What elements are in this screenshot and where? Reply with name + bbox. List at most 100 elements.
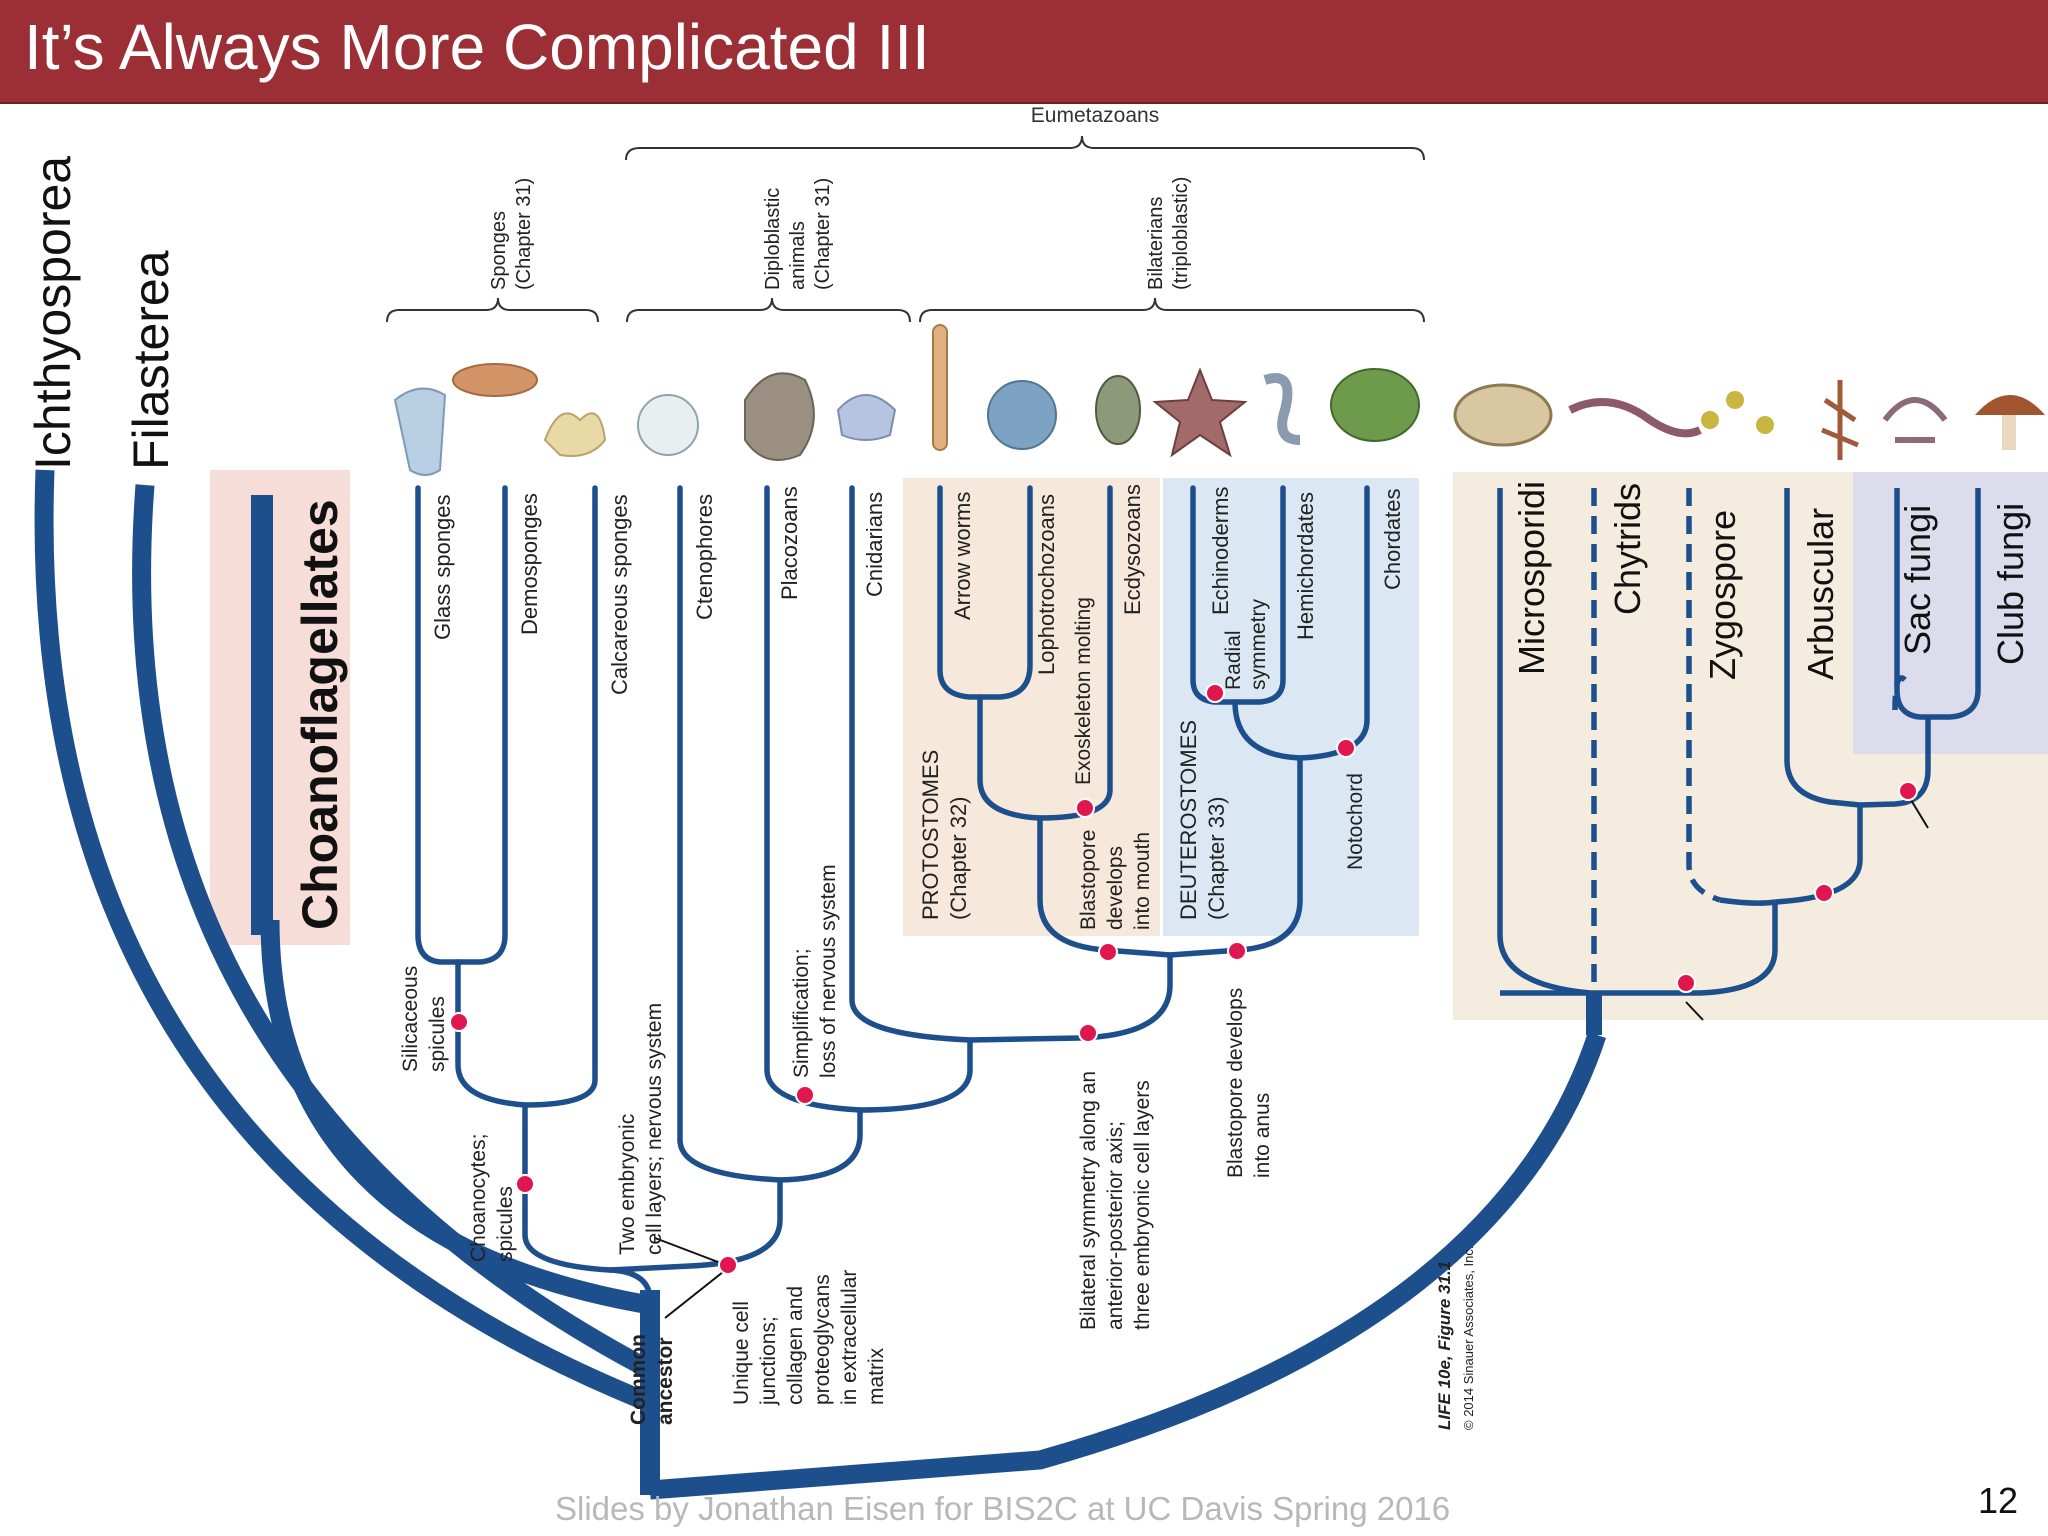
notochord-node [1336, 738, 1356, 758]
placozoans-label: Placozoans [777, 486, 802, 600]
deuterostomes-panel [1163, 478, 1419, 936]
silicaceous-label-2: spicules [426, 996, 449, 1072]
lophotrochozoan-illustration [987, 380, 1057, 450]
calcareous-sponge-illustration [543, 412, 607, 457]
clade-brackets [386, 297, 1425, 323]
protostomes-label: PROTOSTOMES [918, 750, 943, 920]
silicaceous-label-1: Silicaceous [399, 966, 422, 1072]
unique-junctions-label-4: proteoglycans [811, 1274, 834, 1405]
simplification-label-1: Simplification; [790, 948, 813, 1078]
glass-sponge-illustration [393, 387, 447, 476]
echinoderm-illustration [1152, 367, 1248, 458]
ecdysozoan-illustration [1095, 375, 1141, 445]
common-ancestor-label-1: Common [627, 1334, 650, 1425]
notochord-label: Notochord [1344, 773, 1367, 870]
character-nodes [449, 683, 1918, 1275]
fungi-labels: Microsporidi Chytrids Zygospore Arbuscul… [1511, 481, 2031, 680]
simplification-node [795, 1085, 815, 1105]
hemichordates-label: Hemichordates [1293, 492, 1318, 640]
glass-sponges-label: Glass sponges [430, 494, 455, 640]
slide-footer: Slides by Jonathan Eisen for BIS2C at UC… [555, 1490, 1451, 1527]
sponges-chapter: (Chapter 31) [513, 178, 535, 290]
choanocytes-node [515, 1174, 535, 1194]
figure-credits: LIFE 10e, Figure 31.1 © 2014 Sinauer Ass… [1435, 1246, 1476, 1430]
microsporidi-label: Microsporidi [1511, 481, 1552, 675]
lophotrochozoans-label: Lophotrochozoans [1034, 494, 1059, 675]
bilateral-symmetry-node [1078, 1023, 1098, 1043]
two-embryonic-label-1: Two embryonic [616, 1114, 639, 1255]
silicaceous-spicules-node [449, 1012, 469, 1032]
bilaterians-label: Bilaterians [1145, 197, 1167, 290]
zygospore-illustration [1701, 391, 1774, 434]
unique-junctions-label-5: in extracellular [838, 1270, 861, 1405]
bilateral-label-3: three embryonic cell layers [1131, 1080, 1154, 1330]
bilateral-label-2: anterior-posterior axis; [1104, 1121, 1127, 1330]
fungi-tree-branches [1497, 488, 1981, 996]
common-ancestor-label-2: ancestor [654, 1337, 677, 1425]
ichthyosporea-branch [34, 469, 654, 1412]
two-embryonic-label-2: cell layers; nervous system [643, 1003, 666, 1255]
ichthyosporea-label: Ichthyosporea [25, 156, 81, 470]
opisthokont-root [649, 1032, 1607, 1500]
chordate-illustration [1330, 368, 1420, 442]
radial-symmetry-label-1: Radial [1222, 630, 1245, 690]
radial-symmetry-label-2: symmetry [1247, 599, 1270, 690]
choanocytes-label-2: spicules [494, 1186, 517, 1262]
blastopore-mouth-label-3: into mouth [1131, 832, 1154, 930]
ecdysozoans-label: Ecdysozoans [1120, 484, 1145, 615]
blastopore-anus-node [1227, 941, 1247, 961]
bilaterians-label-2: (triploblastic) [1170, 177, 1192, 290]
sponges-label: Sponges [488, 211, 510, 290]
cnidarians-label: Cnidarians [862, 492, 887, 597]
deuterostomes-label: DEUTEROSTOMES [1176, 720, 1201, 920]
outgroup-branches [34, 469, 1607, 1500]
fungi-node-1 [1676, 973, 1696, 993]
diploblastic-label-2: animals [787, 221, 809, 290]
arbuscular-illustration [1821, 380, 1859, 460]
stem-connector [609, 1267, 653, 1301]
fungi-node-3 [1898, 781, 1918, 801]
protostomes-chapter: (Chapter 32) [946, 796, 971, 920]
choanoflagellates-panel [210, 470, 350, 945]
sac-fungi-illustration [1882, 397, 1948, 443]
calcareous-sponges-label: Calcareous sponges [607, 494, 632, 695]
sac-fungi-label: Sac fungi [1897, 505, 1938, 655]
demosponges-label: Demosponges [517, 493, 542, 635]
club-fungi-illustration [1975, 395, 2045, 450]
chordates-label: Chordates [1380, 488, 1405, 590]
choanocytes-label-1: Choanocytes; [467, 1134, 490, 1262]
choanoflagellates-stem [260, 919, 652, 1315]
unique-cell-junctions-node [718, 1255, 738, 1275]
hemichordate-illustration [1263, 373, 1301, 445]
unique-junctions-label-1: Unique cell [730, 1301, 753, 1405]
filasterea-label: Filasterea [123, 250, 179, 470]
group-labels: PROTOSTOMES (Chapter 32) DEUTEROSTOMES (… [918, 720, 1229, 920]
diploblastic-label: Diploblastic [762, 188, 784, 290]
animal-taxa-labels: Glass sponges Demosponges Calcareous spo… [430, 484, 1405, 695]
outgroup-labels: Ichthyosporea Filasterea Choanoflagellat… [25, 156, 348, 930]
blastopore-anus-label-1: Blastopore develops [1224, 988, 1247, 1178]
zygospore-label: Zygospore [1702, 510, 1743, 680]
unique-junctions-label-3: collagen and [784, 1286, 807, 1405]
ctenophores-label: Ctenophores [692, 494, 717, 620]
arrow-worms-label: Arrow worms [950, 492, 975, 620]
exoskeleton-node [1075, 798, 1095, 818]
blastopore-mouth-label-1: Blastopore [1077, 830, 1100, 930]
exoskeleton-label: Exoskeleton molting [1072, 597, 1095, 785]
club-fungi-label: Club fungi [1990, 503, 2031, 665]
demosponge-illustration [452, 363, 538, 397]
chytrids-label: Chytrids [1607, 483, 1648, 615]
filasterea-branch [132, 484, 655, 1379]
bilateral-label-1: Bilateral symmetry along an [1077, 1071, 1100, 1330]
deuterostomes-chapter: (Chapter 33) [1204, 796, 1229, 920]
choanoflagellates-label: Choanoflagellates [292, 499, 348, 930]
blastopore-mouth-label-2: develops [1104, 846, 1127, 930]
title-bar: It’s Always More Complicated III [0, 0, 2048, 104]
eumetazoans-bracket [625, 135, 1425, 161]
cnidarian-illustration [836, 394, 897, 441]
character-tick-lines [654, 794, 1929, 1319]
arbuscular-label: Arbuscular [1800, 508, 1841, 680]
radial-symmetry-node [1205, 683, 1225, 703]
chytrid-illustration [1568, 398, 1702, 438]
blastopore-mouth-node [1098, 942, 1118, 962]
